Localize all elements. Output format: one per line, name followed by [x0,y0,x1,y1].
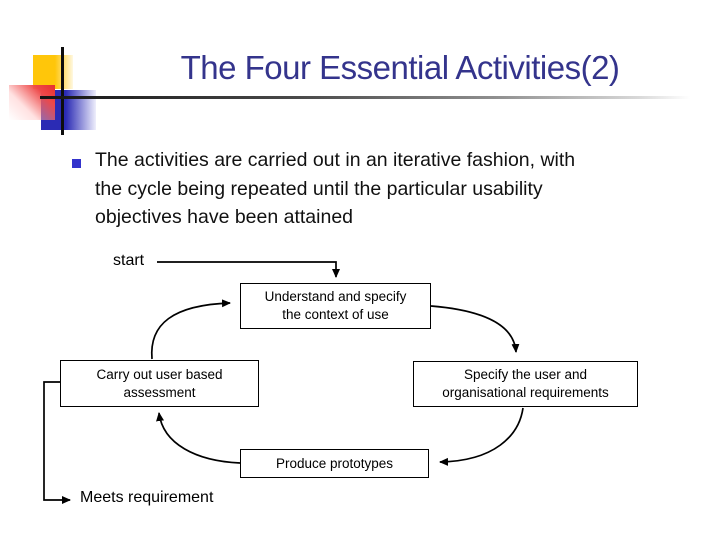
box-specify-requirements: Specify the user and organisational requ… [413,361,638,407]
box-understand-line-1: Understand and specify [264,289,407,305]
box-understand-context: Understand and specify the context of us… [240,283,431,329]
box-specify-line-1: Specify the user and [463,367,588,383]
box-understand-line-2: the context of use [282,307,389,322]
box-carry-line-1: Carry out user based [96,366,223,382]
bullet-square-icon [72,159,81,168]
bullet-line-3: objectives have been attained [95,206,354,228]
box-produce-line-1: Produce prototypes [275,455,394,471]
bullet-line-1: The activities are carried out in an ite… [95,149,576,171]
meets-requirement-label: Meets requirement [80,489,214,506]
arrow-specify-to-produce [439,407,524,466]
bullet-paragraph: The activities are carried out in an ite… [95,146,705,232]
decor-vertical-line [61,47,64,135]
arrow-carry-to-understand [150,299,231,360]
title-divider-line [40,96,690,99]
decor-yellow-square [33,55,73,89]
start-arrow [157,261,340,278]
box-specify-line-2: organisational requirements [442,385,609,400]
box-produce-prototypes: Produce prototypes [240,449,429,478]
box-carry-out-assessment: Carry out user based assessment [60,360,259,407]
arrow-produce-to-carry [156,412,241,464]
start-label: start [113,252,145,269]
decor-red-square [9,85,55,120]
bullet-line-2: the cycle being repeated until the parti… [95,177,543,200]
box-carry-line-2: assessment [123,384,196,400]
slide-title: The Four Essential Activities(2) [180,49,620,86]
arrow-understand-to-specify [430,305,520,353]
